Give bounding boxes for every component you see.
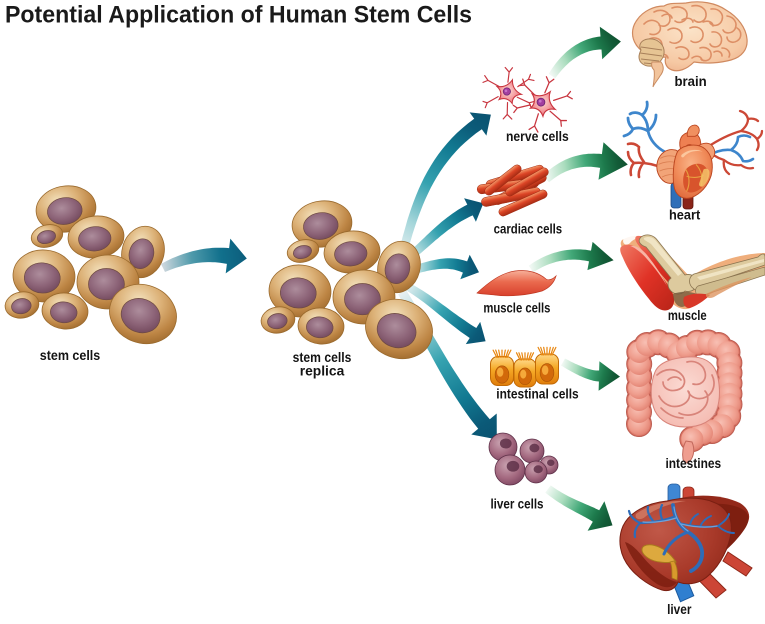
svg-text:muscle cells: muscle cells xyxy=(483,299,550,315)
svg-text:nerve cells: nerve cells xyxy=(506,129,569,144)
svg-text:liver cells: liver cells xyxy=(490,495,543,511)
svg-text:Potential Application of Human: Potential Application of Human Stem Cell… xyxy=(5,2,472,29)
svg-text:muscle: muscle xyxy=(668,307,707,323)
svg-text:intestinal cells: intestinal cells xyxy=(496,387,578,402)
svg-text:stem cells: stem cells xyxy=(293,350,352,365)
svg-text:cardiac cells: cardiac cells xyxy=(494,221,563,237)
svg-text:intestines: intestines xyxy=(665,455,721,471)
svg-text:heart: heart xyxy=(669,207,701,223)
svg-text:replica: replica xyxy=(300,364,345,379)
svg-text:brain: brain xyxy=(674,73,706,89)
svg-text:stem cells: stem cells xyxy=(40,347,101,363)
svg-text:liver: liver xyxy=(667,601,692,617)
